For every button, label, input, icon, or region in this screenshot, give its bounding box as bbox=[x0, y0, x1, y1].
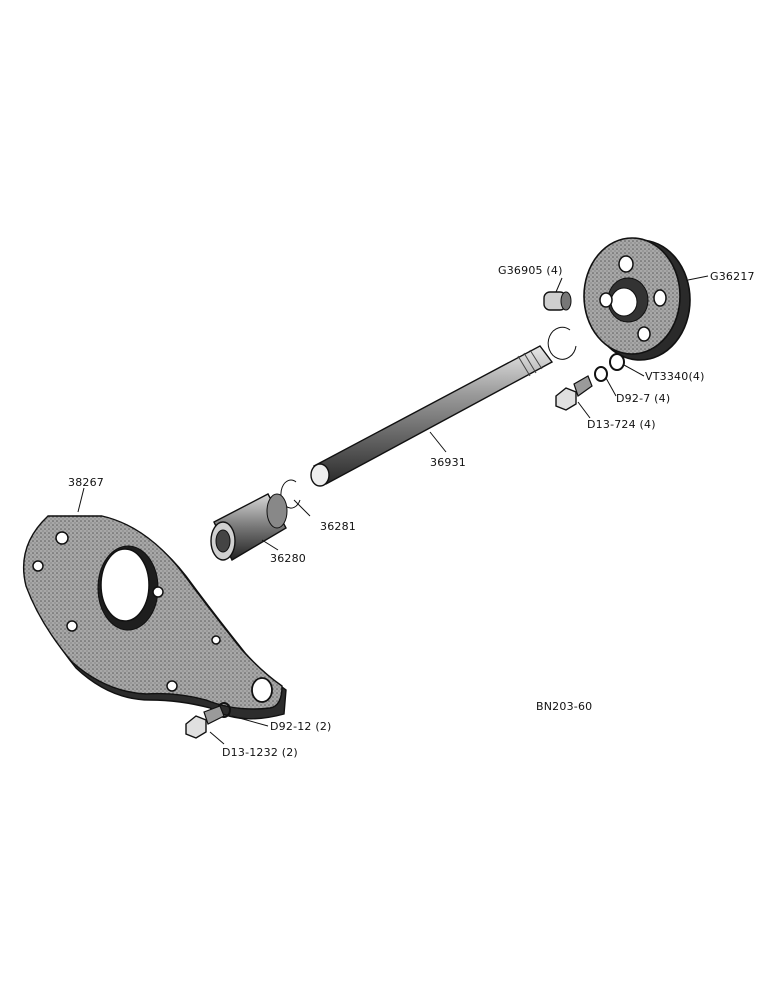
small-bolt-label: D13-724 (4) bbox=[587, 418, 656, 431]
large-bolt-part bbox=[185, 705, 225, 739]
bushing-label: G36905 (4) bbox=[498, 264, 563, 277]
small-bolt-part bbox=[555, 375, 593, 411]
housing-label: G36217 bbox=[710, 270, 755, 283]
large-bolt-label: D13-1232 (2) bbox=[222, 746, 298, 759]
large-lockwasher-label: D92-12 (2) bbox=[270, 720, 332, 733]
lockwasher-pair bbox=[594, 353, 625, 382]
housing-snap-ring bbox=[547, 326, 577, 360]
drawing-code-label: BN203-60 bbox=[536, 700, 592, 713]
bushing-part bbox=[543, 291, 572, 311]
lockwasher-vt-label: VT3340(4) bbox=[645, 370, 705, 383]
coupling-part bbox=[210, 493, 288, 561]
shaft-part bbox=[310, 345, 554, 487]
housing-part bbox=[583, 237, 691, 361]
snap-ring-label: 36281 bbox=[320, 520, 356, 533]
plate-label: 38267 bbox=[68, 476, 104, 489]
leader-lines bbox=[77, 275, 709, 745]
plate-part bbox=[22, 515, 287, 720]
lockwasher-small-label: D92-7 (4) bbox=[616, 392, 670, 405]
coupling-label: 36280 bbox=[270, 552, 306, 565]
shaft-label: 36931 bbox=[430, 456, 466, 469]
